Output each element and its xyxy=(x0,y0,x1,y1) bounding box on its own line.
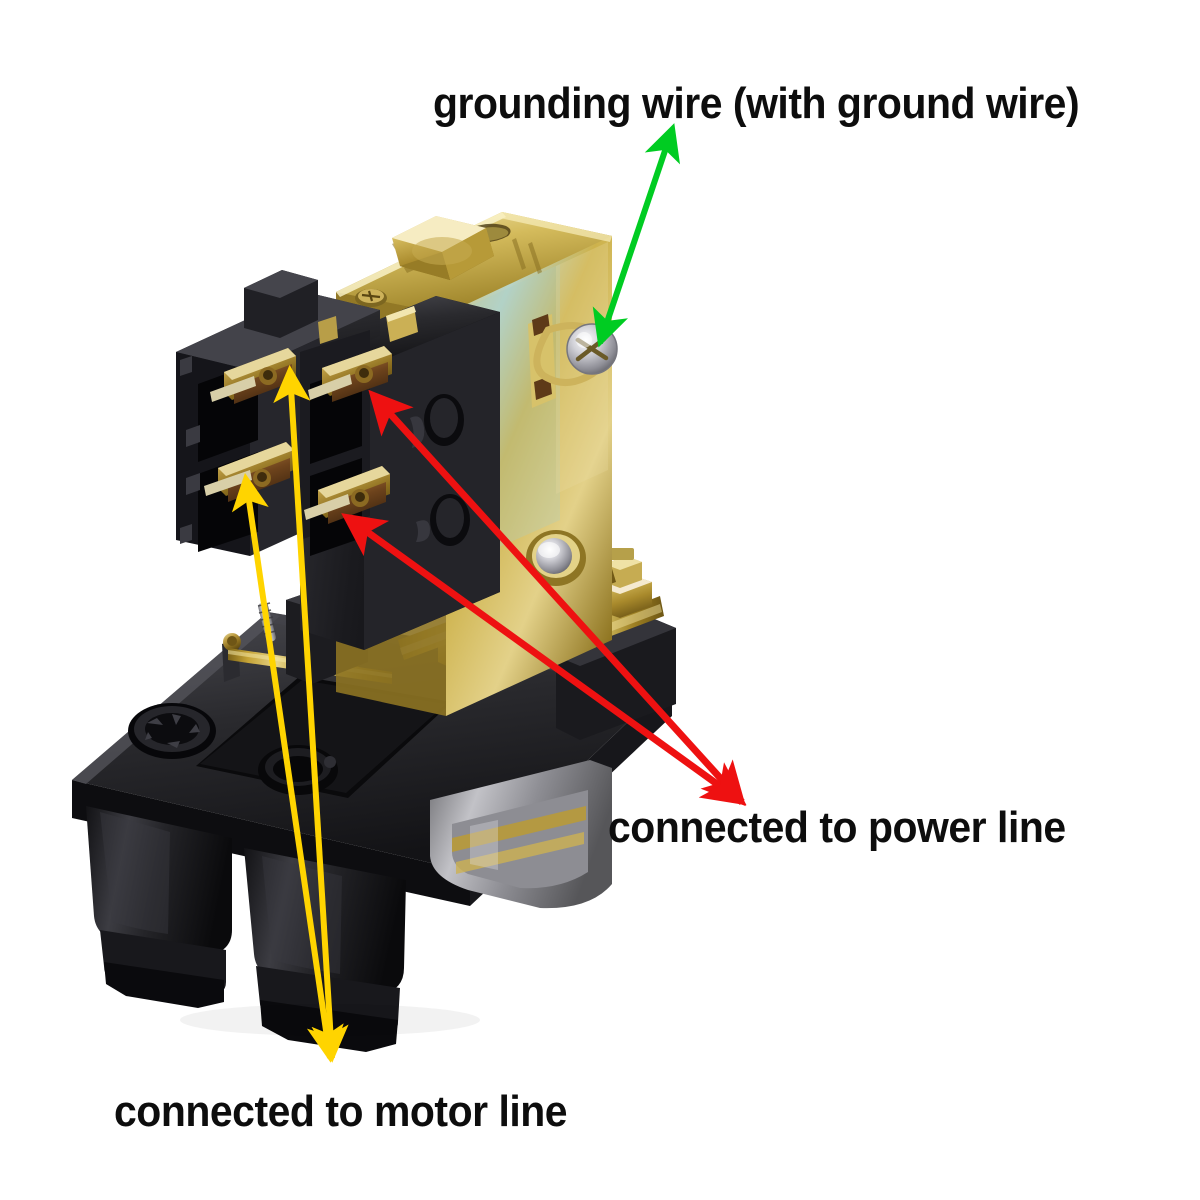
bracket-lower-screw xyxy=(526,530,586,586)
motor-line-label: connected to motor line xyxy=(114,1087,568,1136)
hex-adjustment-nut xyxy=(392,216,494,280)
conduit-boot-left xyxy=(86,806,232,1008)
knockout-plug-left xyxy=(128,703,216,759)
terminal-block xyxy=(176,270,500,650)
knockout-hole-center xyxy=(258,745,338,795)
plate-screw xyxy=(355,289,387,307)
power-line-label: connected to power line xyxy=(608,803,1066,852)
grounding-wire-label: grounding wire (with ground wire) xyxy=(433,79,1080,128)
ground-screw xyxy=(528,314,618,408)
